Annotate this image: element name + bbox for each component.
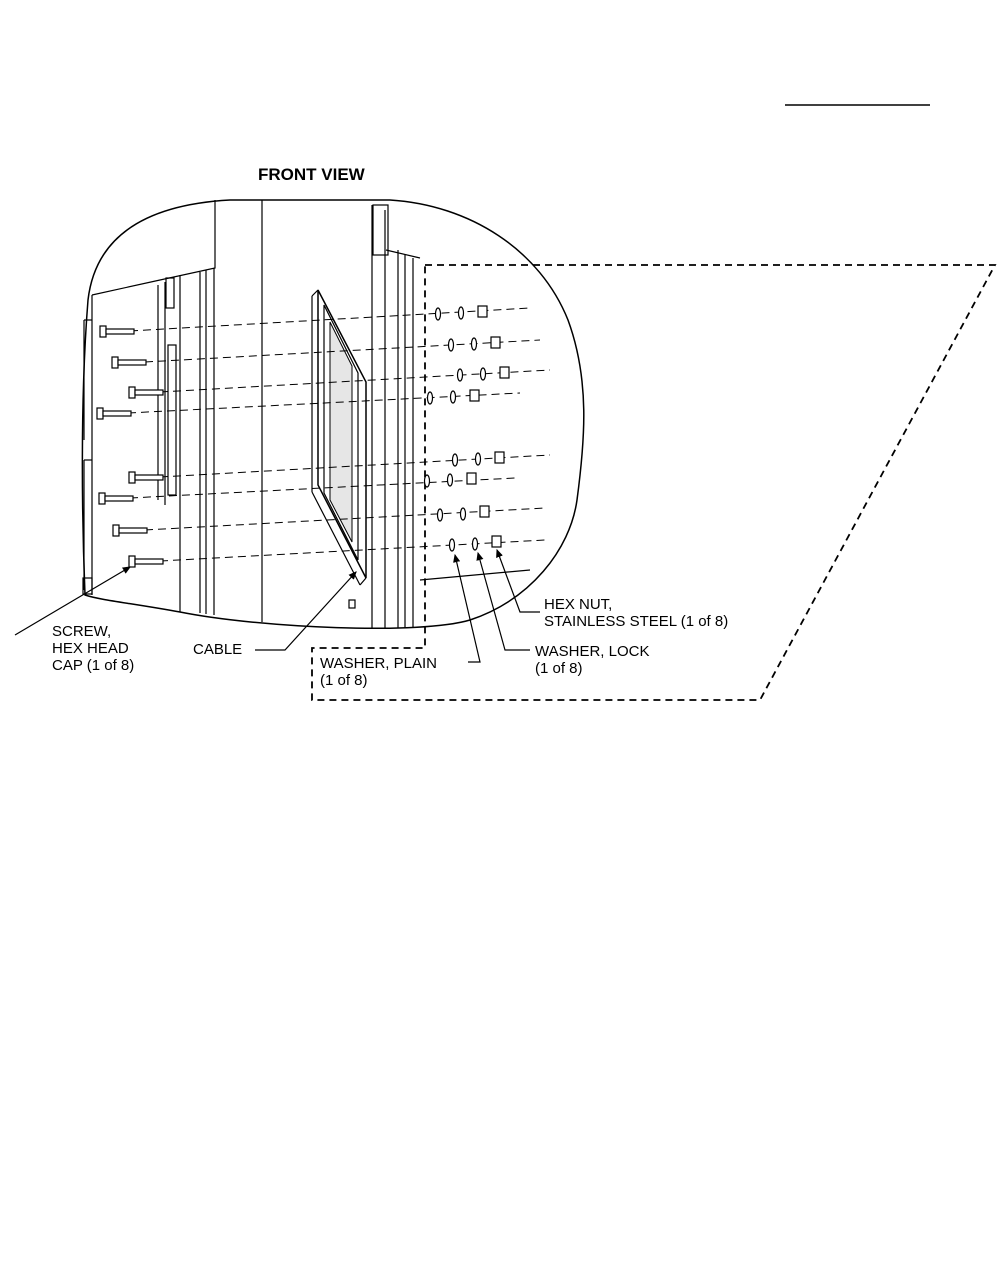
washers-and-nuts [425,306,510,551]
fastener-set-2 [449,337,501,351]
screw-8 [129,556,163,567]
screw-1 [100,326,134,337]
screws [97,326,163,567]
screw-2 [112,357,146,368]
cable-plate [312,290,366,585]
fastener-set-8 [450,536,502,551]
screw-4 [97,408,131,419]
hex-nut-label: HEX NUT, STAINLESS STEEL (1 of 8) [544,596,728,630]
detail-callout-boundary [312,265,995,700]
cable-leader [255,572,356,650]
fastener-set-6 [425,473,477,487]
screw-7 [113,525,147,536]
screw-label: SCREW, HEX HEAD CAP (1 of 8) [52,623,134,674]
fastener-set-3 [458,367,510,381]
screw-6 [99,493,133,504]
washer-plain-leader [455,555,480,662]
fastener-set-4 [428,390,480,404]
cable-label: CABLE [193,641,242,658]
washer-plain-label: WASHER, PLAIN (1 of 8) [320,655,441,689]
view-title: FRONT VIEW [258,165,366,184]
washer-lock-label: WASHER, LOCK (1 of 8) [535,643,654,677]
fastener-set-5 [453,452,505,466]
